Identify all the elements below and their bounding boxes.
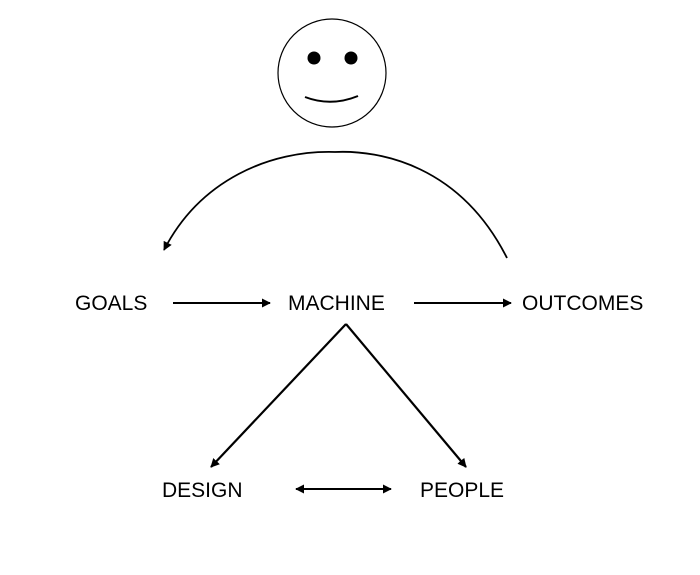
right-eye (344, 51, 358, 65)
feedback-arc-arrow (163, 150, 508, 259)
node-people: PEOPLE (420, 479, 504, 502)
machine-to-people-arrow (345, 323, 467, 468)
left-eye (307, 51, 321, 65)
face-outline (277, 18, 387, 128)
smile-mouth (304, 95, 359, 103)
node-outcomes: OUTCOMES (522, 292, 643, 315)
node-machine: MACHINE (288, 292, 385, 315)
machine-to-design-arrow (210, 323, 347, 468)
node-design: DESIGN (162, 479, 243, 502)
smiley-face-icon (277, 18, 387, 128)
node-goals: GOALS (75, 292, 147, 315)
